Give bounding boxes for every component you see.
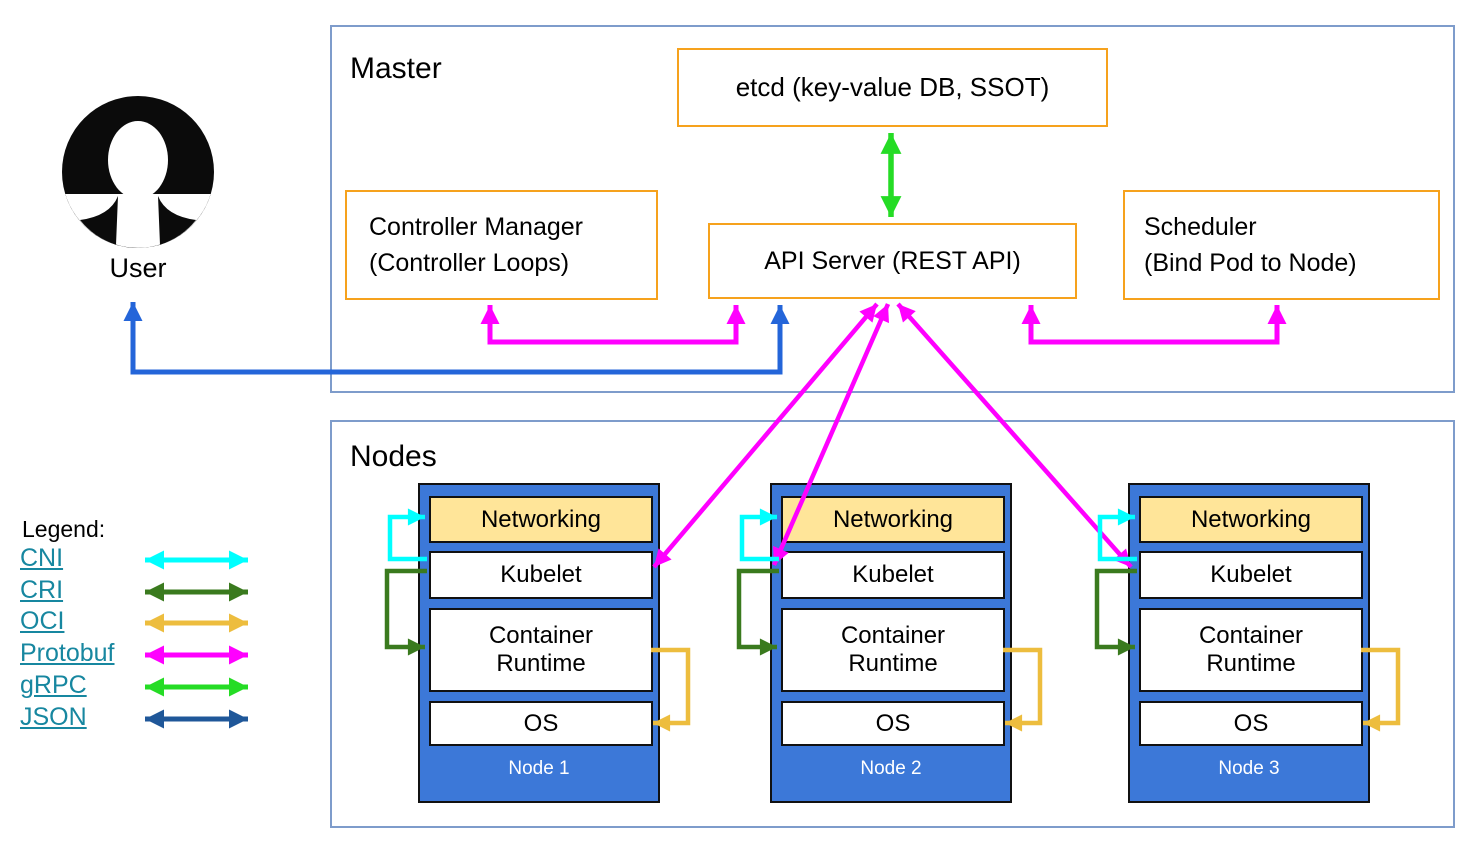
node-1-os-label: OS — [523, 709, 559, 737]
api-server-box: API Server (REST API) — [708, 223, 1077, 299]
node-1-kubelet-label: Kubelet — [500, 561, 582, 589]
master-section: Master — [330, 25, 1455, 393]
node-2-kubelet-layer: Kubelet — [781, 551, 1005, 599]
controller-manager-line2: (Controller Loops) — [369, 249, 570, 277]
legend-link-grpc[interactable]: gRPC — [20, 671, 87, 699]
node-1: Networking Kubelet Container Runtime OS … — [418, 483, 660, 803]
api-server-label: API Server (REST API) — [764, 246, 1021, 275]
node-2-networking-layer: Networking — [781, 496, 1005, 543]
scheduler-box: Scheduler (Bind Pod to Node) — [1123, 190, 1440, 300]
nodes-section: Nodes — [330, 420, 1455, 828]
controller-manager-line1: Controller Manager — [369, 213, 583, 241]
legend-link-protobuf[interactable]: Protobuf — [20, 639, 115, 667]
scheduler-line2: (Bind Pod to Node) — [1144, 249, 1357, 277]
node-3-os-label: OS — [1233, 709, 1269, 737]
node-2-os-layer: OS — [781, 701, 1005, 746]
node-3-name: Node 3 — [1218, 758, 1280, 779]
user-icon — [62, 96, 214, 248]
node-3-kubelet-label: Kubelet — [1210, 561, 1292, 589]
node-3-os-layer: OS — [1139, 701, 1363, 746]
nodes-title: Nodes — [350, 440, 437, 473]
legend-link-cni[interactable]: CNI — [20, 544, 64, 572]
controller-manager-box: Controller Manager (Controller Loops) — [345, 190, 658, 300]
legend-link-oci[interactable]: OCI — [20, 607, 65, 635]
node-3-networking-label: Networking — [1190, 505, 1312, 533]
node-1-container-runtime-layer: Container Runtime — [429, 608, 653, 692]
node-1-container-runtime-label: Container Runtime — [488, 622, 594, 677]
node-2: Networking Kubelet Container Runtime OS … — [770, 483, 1012, 803]
node-1-kubelet-layer: Kubelet — [429, 551, 653, 599]
node-1-networking-label: Networking — [480, 505, 602, 533]
node-3: Networking Kubelet Container Runtime OS … — [1128, 483, 1370, 803]
master-title: Master — [350, 52, 442, 85]
node-2-networking-label: Networking — [832, 505, 954, 533]
node-2-os-label: OS — [875, 709, 911, 737]
node-1-name: Node 1 — [508, 758, 570, 779]
user-label: User — [109, 253, 167, 283]
node-1-os-layer: OS — [429, 701, 653, 746]
node-2-container-runtime-label: Container Runtime — [840, 622, 946, 677]
scheduler-line1: Scheduler — [1144, 213, 1257, 241]
node-3-networking-layer: Networking — [1139, 496, 1363, 543]
etcd-label: etcd (key-value DB, SSOT) — [735, 72, 1050, 102]
node-3-kubelet-layer: Kubelet — [1139, 551, 1363, 599]
etcd-box: etcd (key-value DB, SSOT) — [677, 48, 1108, 127]
node-3-container-runtime-layer: Container Runtime — [1139, 608, 1363, 692]
node-2-name: Node 2 — [860, 758, 922, 779]
node-2-kubelet-label: Kubelet — [852, 561, 934, 589]
legend-title: Legend: — [22, 516, 106, 542]
node-1-networking-layer: Networking — [429, 496, 653, 543]
node-2-container-runtime-layer: Container Runtime — [781, 608, 1005, 692]
legend-link-cri[interactable]: CRI — [20, 576, 64, 604]
legend-link-json[interactable]: JSON — [20, 703, 87, 731]
node-3-container-runtime-label: Container Runtime — [1198, 622, 1304, 677]
